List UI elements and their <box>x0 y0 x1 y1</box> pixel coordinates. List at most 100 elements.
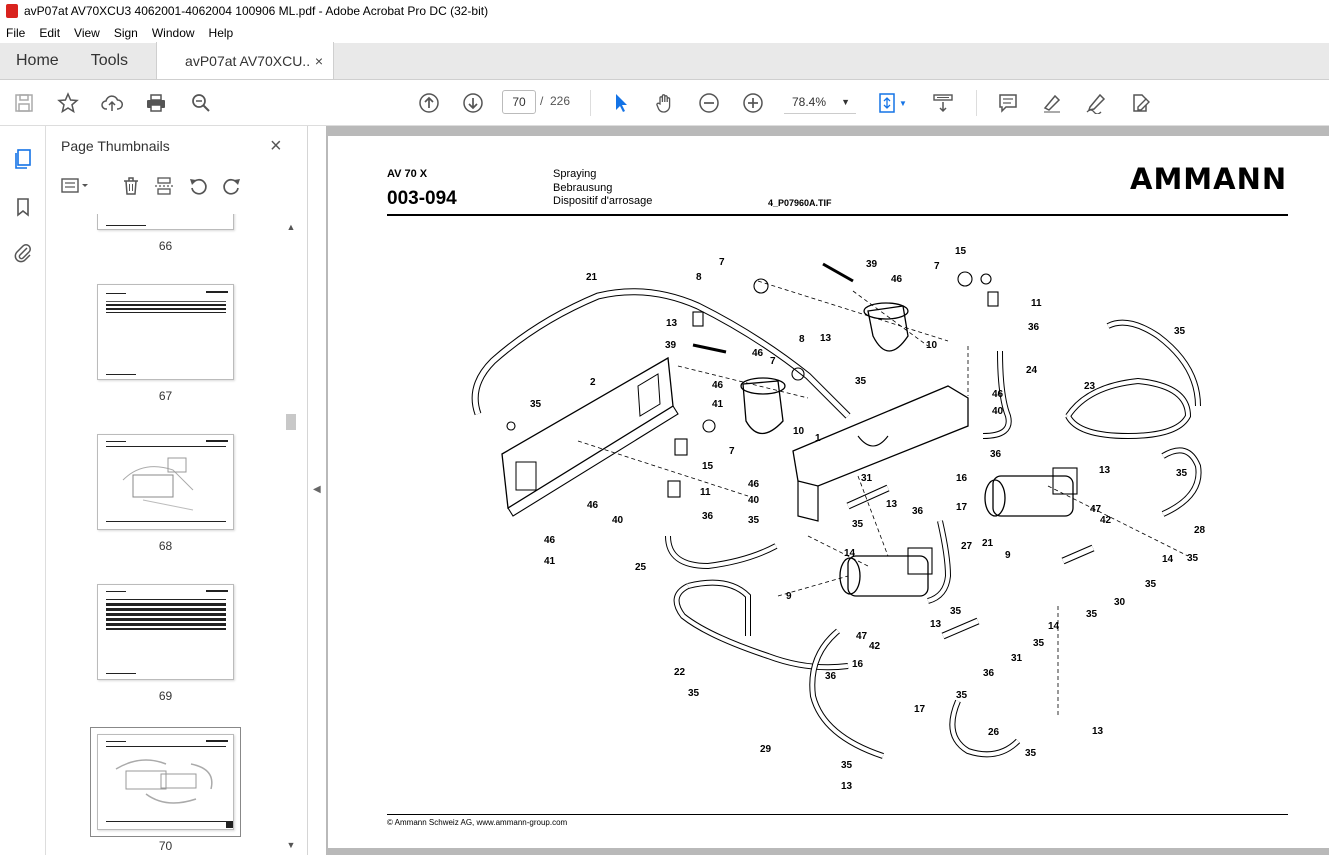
part-callout: 11 <box>700 487 711 498</box>
parts-diagram: 2187394615711363513813103946724635242346… <box>471 246 1206 792</box>
menu-window[interactable]: Window <box>151 25 195 40</box>
ammann-logo: AMMANN <box>1130 162 1288 196</box>
doc-file-reference: 4_P07960A.TIF <box>768 198 832 208</box>
tab-document[interactable]: avP07at AV70XCU... × <box>156 42 335 79</box>
search-zoom-icon[interactable] <box>190 92 212 114</box>
part-callout: 16 <box>956 473 968 484</box>
tab-home[interactable]: Home <box>16 51 59 69</box>
part-callout: 35 <box>530 399 542 410</box>
page-thumbnail[interactable] <box>97 584 234 680</box>
page-thumbnail[interactable] <box>97 434 234 530</box>
scroll-down-icon[interactable]: ▼ <box>286 840 296 850</box>
document-viewport[interactable]: AV 70 X 003-094 Spraying Bebrausung Disp… <box>326 126 1329 855</box>
scroll-up-icon[interactable]: ▲ <box>286 222 296 232</box>
page-thumbnails-icon[interactable] <box>12 148 34 170</box>
extract-pages-icon[interactable] <box>154 176 174 196</box>
part-callout: 10 <box>793 426 805 437</box>
page-thumbnail[interactable] <box>97 214 234 230</box>
part-callout: 9 <box>1005 550 1011 561</box>
part-callout: 36 <box>912 506 924 517</box>
part-callout: 13 <box>1092 726 1104 737</box>
rotate-clockwise-icon[interactable] <box>222 176 242 196</box>
previous-page-icon[interactable] <box>418 92 440 114</box>
zoom-out-icon[interactable] <box>698 92 720 114</box>
part-callout: 46 <box>544 535 556 546</box>
edit-pdf-icon[interactable] <box>1129 92 1151 114</box>
part-callout: 47 <box>856 631 868 642</box>
tab-bar: Home Tools avP07at AV70XCU... × <box>0 42 1329 80</box>
tab-tools[interactable]: Tools <box>90 51 129 69</box>
part-callout: 30 <box>1114 597 1126 608</box>
page-number-input[interactable]: 70 <box>502 90 536 114</box>
part-callout: 35 <box>1033 638 1045 649</box>
acrobat-pdf-icon <box>6 4 18 18</box>
thumbnail-options-icon[interactable] <box>61 176 91 196</box>
thumbnail-label: 67 <box>158 389 173 403</box>
part-callout: 7 <box>719 257 725 268</box>
fit-dropdown-chevron-icon[interactable]: ▼ <box>899 98 907 108</box>
save-icon[interactable] <box>13 92 35 114</box>
hand-tool-icon[interactable] <box>654 92 676 114</box>
part-callout: 14 <box>1162 554 1174 565</box>
scroll-mode-icon[interactable] <box>932 92 954 114</box>
print-icon[interactable] <box>145 92 167 114</box>
part-callout: 35 <box>688 688 700 699</box>
menu-edit[interactable]: Edit <box>39 25 61 40</box>
chevron-down-icon: ▼ <box>841 97 850 107</box>
part-callout: 35 <box>950 606 962 617</box>
part-callout: 39 <box>866 259 878 270</box>
part-callout: 26 <box>988 727 1000 738</box>
trash-icon[interactable] <box>121 176 141 196</box>
collapse-panel-icon[interactable]: ◀ <box>313 484 321 495</box>
part-callout: 35 <box>1174 326 1186 337</box>
page-thumbnail[interactable] <box>97 284 234 380</box>
zoom-level-select[interactable]: 78.4% ▼ <box>784 90 856 114</box>
main-toolbar: 70 / 226 78.4% ▼ ▼ <box>0 80 1329 126</box>
page-thumbnail-current[interactable] <box>90 727 241 837</box>
part-callout: 21 <box>586 272 598 283</box>
star-icon[interactable] <box>57 92 79 114</box>
thumbnail-scrollbar[interactable]: ▲ ▼ <box>285 218 297 855</box>
part-callout: 36 <box>983 668 995 679</box>
rotate-counterclockwise-icon[interactable] <box>188 176 208 196</box>
title-bar: avP07at AV70XCU3 4062001-4062004 100906 … <box>0 0 1329 22</box>
part-callout: 7 <box>729 446 735 457</box>
upload-cloud-icon[interactable] <box>101 92 123 114</box>
part-callout: 7 <box>770 356 776 367</box>
menu-view[interactable]: View <box>74 25 100 40</box>
doc-footer: © Ammann Schweiz AG, www.ammann-group.co… <box>387 818 568 827</box>
part-callout: 22 <box>674 667 686 678</box>
sign-icon[interactable] <box>1085 92 1107 114</box>
part-callout: 17 <box>914 704 926 715</box>
zoom-in-icon[interactable] <box>742 92 764 114</box>
menu-file[interactable]: File <box>6 25 26 40</box>
panel-collapse-strip[interactable]: ◀ <box>308 126 326 855</box>
close-icon[interactable]: × <box>270 135 282 157</box>
part-callout: 42 <box>1100 515 1112 526</box>
part-callout: 35 <box>1145 579 1157 590</box>
part-callout: 9 <box>786 591 792 602</box>
part-callout: 13 <box>930 619 942 630</box>
next-page-icon[interactable] <box>462 92 484 114</box>
select-cursor-icon[interactable] <box>610 92 632 114</box>
page-separator: / <box>540 94 544 108</box>
highlight-pen-icon[interactable] <box>1041 92 1063 114</box>
bookmark-icon[interactable] <box>12 196 34 218</box>
fit-page-icon[interactable] <box>876 92 898 114</box>
tab-close-icon[interactable]: × <box>314 52 324 69</box>
menu-help[interactable]: Help <box>208 25 234 40</box>
part-callout: 46 <box>992 389 1004 400</box>
scrollbar-thumb[interactable] <box>286 414 296 430</box>
attachment-icon[interactable] <box>12 242 34 264</box>
comment-icon[interactable] <box>997 92 1019 114</box>
part-callout: 8 <box>696 272 702 283</box>
part-callout: 10 <box>926 340 938 351</box>
thumbnail-list: 66 67 68 <box>46 214 292 855</box>
part-callout: 14 <box>844 548 856 559</box>
part-callout: 35 <box>748 515 760 526</box>
menu-sign[interactable]: Sign <box>113 25 138 40</box>
part-callout: 36 <box>825 671 837 682</box>
part-callout: 7 <box>934 261 940 272</box>
toolbar-divider <box>976 90 977 116</box>
header-rule <box>387 214 1288 216</box>
